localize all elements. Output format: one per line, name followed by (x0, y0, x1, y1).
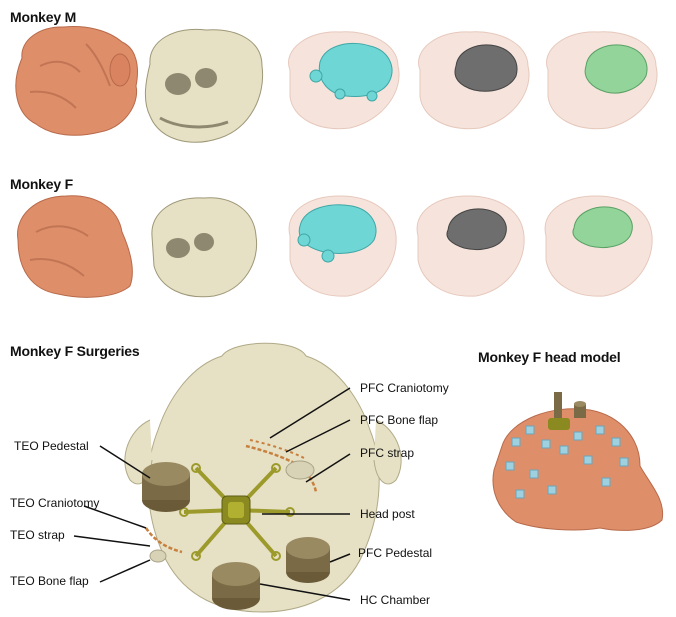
label-pfc-strap: PFC strap (360, 446, 414, 460)
hc-chamber (212, 562, 260, 610)
monkey-m-skull (145, 29, 262, 142)
monkey-m-gray-brain (419, 32, 530, 129)
label-teo-bone-flap: TEO Bone flap (10, 574, 89, 588)
label-pfc-craniotomy: PFC Craniotomy (360, 381, 449, 395)
monkey-m-green-brain (547, 32, 658, 129)
label-teo-pedestal: TEO Pedestal (14, 439, 89, 453)
label-hc-chamber: HC Chamber (360, 593, 430, 607)
monkey-f-head-skin (18, 196, 133, 297)
monkey-m-cyan-brain (289, 32, 400, 129)
pfc-pedestal (286, 537, 330, 583)
monkey-f-skull (152, 198, 257, 297)
monkey-f-green-brain (545, 196, 652, 296)
teo-pedestal (142, 462, 190, 512)
label-teo-craniotomy: TEO Craniotomy (10, 496, 99, 510)
monkey-m-head-skin (16, 27, 138, 136)
label-pfc-bone-flap: PFC Bone flap (360, 413, 438, 427)
monkey-f-gray-brain (417, 196, 524, 296)
label-teo-strap: TEO strap (10, 528, 65, 542)
label-pfc-pedestal: PFC Pedestal (358, 546, 432, 560)
monkey-f-cyan-brain (289, 196, 396, 296)
head-model (493, 392, 663, 530)
label-head-post: Head post (360, 507, 415, 521)
